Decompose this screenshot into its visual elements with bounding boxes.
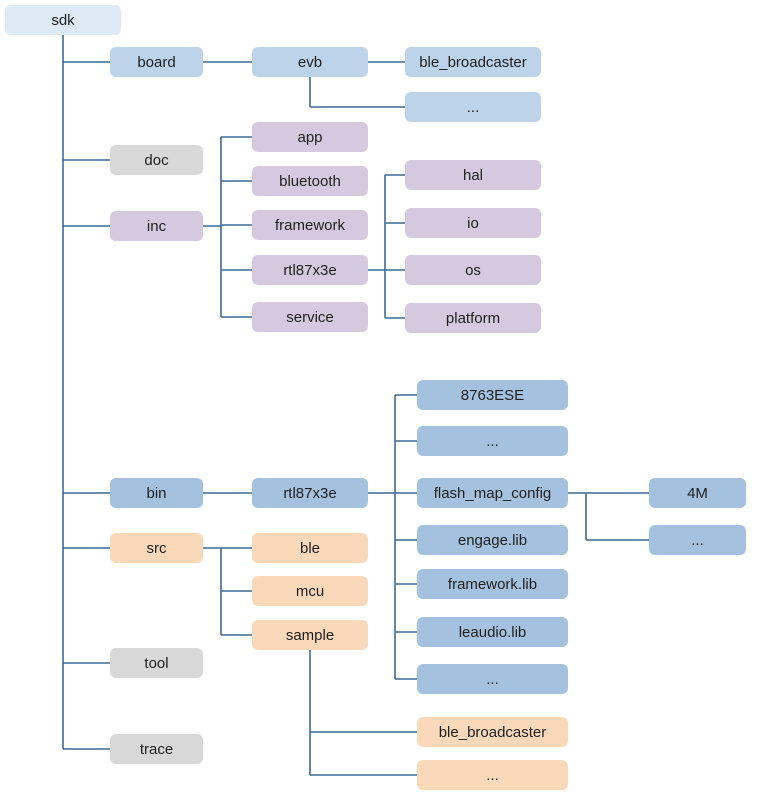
node-sdk: sdk (5, 5, 121, 35)
node-evb: evb (252, 47, 368, 77)
node-src: src (110, 533, 203, 563)
node-bin-leaudio-lib: leaudio.lib (417, 617, 568, 647)
node-inc-app: app (252, 122, 368, 152)
node-evb-ble-broadcaster: ble_broadcaster (405, 47, 541, 77)
node-trace: trace (110, 734, 203, 764)
node-inc: inc (110, 211, 203, 241)
node-bin-more-2: ... (417, 664, 568, 694)
node-rtl-io: io (405, 208, 541, 238)
node-rtl-platform: platform (405, 303, 541, 333)
node-rtl-hal: hal (405, 160, 541, 190)
node-bin-more-1: ... (417, 426, 568, 456)
node-bin-framework-lib: framework.lib (417, 569, 568, 599)
node-evb-more: ... (405, 92, 541, 122)
node-board: board (110, 47, 203, 77)
node-sample-ble-broadcaster: ble_broadcaster (417, 717, 568, 747)
node-bin-engage-lib: engage.lib (417, 525, 568, 555)
node-flash-more: ... (649, 525, 746, 555)
node-tool: tool (110, 648, 203, 678)
node-flash-4m: 4M (649, 478, 746, 508)
node-inc-service: service (252, 302, 368, 332)
node-src-ble: ble (252, 533, 368, 563)
node-inc-rtl87x3e: rtl87x3e (252, 255, 368, 285)
node-src-sample: sample (252, 620, 368, 650)
node-inc-framework: framework (252, 210, 368, 240)
node-src-mcu: mcu (252, 576, 368, 606)
node-bin-rtl87x3e: rtl87x3e (252, 478, 368, 508)
node-bin-8763ese: 8763ESE (417, 380, 568, 410)
node-doc: doc (110, 145, 203, 175)
node-bin-flash-map-config: flash_map_config (417, 478, 568, 508)
node-bin: bin (110, 478, 203, 508)
node-inc-bluetooth: bluetooth (252, 166, 368, 196)
node-sample-more: ... (417, 760, 568, 790)
node-rtl-os: os (405, 255, 541, 285)
